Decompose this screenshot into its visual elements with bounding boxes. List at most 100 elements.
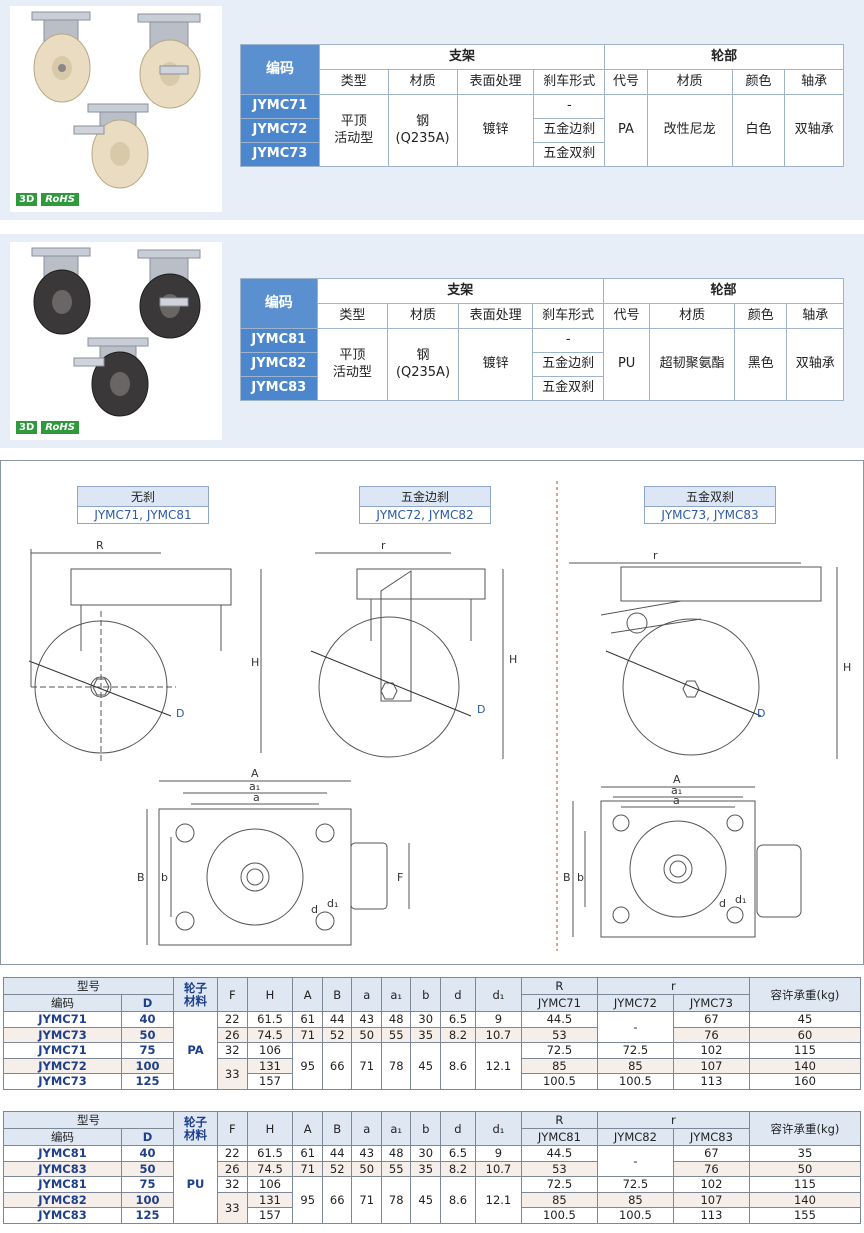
sub-header: 颜色 xyxy=(734,303,788,329)
h-load: 容许承重(kg) xyxy=(748,977,862,1012)
h-r: r xyxy=(596,977,750,995)
sub-code: JYMC72 xyxy=(596,994,674,1012)
h-col: d xyxy=(439,1111,476,1146)
cell-H: 61.5 xyxy=(246,1145,294,1162)
row-D: 75 xyxy=(121,1042,174,1059)
sub-header: 颜色 xyxy=(731,69,786,95)
h-col: H xyxy=(246,1111,294,1146)
h-col: a xyxy=(351,1111,382,1146)
sub-header: 材质 xyxy=(387,69,458,95)
cell-r: 102 xyxy=(672,1042,750,1059)
header-wheel: 轮部 xyxy=(602,278,845,304)
row-D: 40 xyxy=(121,1145,174,1162)
cell-F: 32 xyxy=(217,1176,248,1193)
spec-table-nylon: 编码 支架 轮部 类型 材质 表面处理 刹车形式 代号 材质 颜色 轴承 JYM… xyxy=(240,44,844,167)
cell-load: 35 xyxy=(748,1145,862,1162)
sub-header: 类型 xyxy=(316,303,389,329)
bearing-type: 双轴承 xyxy=(786,328,844,401)
row-material: PA xyxy=(173,1011,218,1090)
cell-a1: 55 xyxy=(380,1026,412,1043)
bearing-type: 双轴承 xyxy=(784,94,844,167)
cell-R: 100.5 xyxy=(520,1207,598,1224)
wheel-code: PU xyxy=(602,328,651,401)
brake-type: 五金边刹 xyxy=(532,352,604,377)
cell-R: 85 xyxy=(520,1191,598,1208)
h-col: F xyxy=(217,977,248,1012)
cell-load: 50 xyxy=(748,1160,862,1177)
cell-H: 157 xyxy=(246,1073,294,1090)
dim-b: b xyxy=(577,871,584,884)
cell-R: 44.5 xyxy=(520,1011,598,1028)
sub-header: 表面处理 xyxy=(456,69,535,95)
cell-R: 72.5 xyxy=(520,1176,598,1193)
cell-a: 50 xyxy=(351,1160,382,1177)
dim-R: R xyxy=(96,539,104,552)
cell-a1: 78 xyxy=(380,1042,412,1090)
view-label-codes: JYMC71, JYMC81 xyxy=(94,508,192,522)
row-code: JYMC82 xyxy=(3,1191,122,1208)
header-wheel: 轮部 xyxy=(604,44,844,70)
brake-type: - xyxy=(532,328,604,353)
cell-d: 6.5 xyxy=(439,1145,476,1162)
sub-code: JYMC82 xyxy=(596,1128,674,1146)
cell-r: 85 xyxy=(596,1057,674,1074)
product-code: JYMC71 xyxy=(240,94,320,119)
h-col: B xyxy=(321,1111,353,1146)
h-col: B xyxy=(321,977,353,1012)
header-bracket: 支架 xyxy=(318,44,606,70)
cell-B: 44 xyxy=(321,1145,353,1162)
cell-b: 45 xyxy=(410,1176,441,1224)
cell-a: 50 xyxy=(351,1026,382,1043)
sub-header: 刹车形式 xyxy=(533,69,606,95)
cell-r: 107 xyxy=(672,1191,750,1208)
cell-r: 113 xyxy=(672,1207,750,1224)
product-code: JYMC82 xyxy=(240,352,318,377)
h-model: 型号 xyxy=(3,977,174,995)
dim-a1: a₁ xyxy=(671,784,682,797)
sub-header: 代号 xyxy=(604,69,648,95)
dim-H: H xyxy=(509,653,517,666)
row-D: 100 xyxy=(121,1191,174,1208)
cell-H: 131 xyxy=(246,1057,294,1074)
sub-header: 刹车形式 xyxy=(532,303,604,329)
cell-r: - xyxy=(596,1145,674,1177)
sub-header: 代号 xyxy=(602,303,651,329)
cell-d1: 12.1 xyxy=(474,1176,522,1224)
row-D: 50 xyxy=(121,1026,174,1043)
cell-r: 76 xyxy=(672,1160,750,1177)
dim-D: D xyxy=(477,703,485,716)
cell-R: 53 xyxy=(520,1026,598,1043)
product-code: JYMC73 xyxy=(240,142,320,167)
cell-A: 61 xyxy=(292,1145,323,1162)
brake-type: - xyxy=(533,94,606,119)
h-material: 轮子 材料 xyxy=(173,1111,218,1146)
cell-d1: 9 xyxy=(474,1011,522,1028)
cell-d: 6.5 xyxy=(439,1011,476,1028)
cell-a: 71 xyxy=(351,1042,382,1090)
dimension-table-nylon: 型号 轮子 材料 F H A B a a₁ b d d₁ R r 容许承重(kg… xyxy=(3,977,862,1090)
surface-treatment: 镀锌 xyxy=(456,94,535,167)
cell-R: 85 xyxy=(520,1057,598,1074)
row-code: JYMC73 xyxy=(3,1026,122,1043)
brake-type: 五金双刹 xyxy=(533,142,606,167)
row-code: JYMC71 xyxy=(3,1042,122,1059)
cell-r: 72.5 xyxy=(596,1176,674,1193)
cell-load: 115 xyxy=(748,1042,862,1059)
cell-load: 115 xyxy=(748,1176,862,1193)
cell-H: 106 xyxy=(246,1042,294,1059)
brake-type: 五金双刹 xyxy=(532,376,604,401)
row-material: PU xyxy=(173,1145,218,1224)
cell-b: 30 xyxy=(410,1145,441,1162)
badge-rohs: RoHS xyxy=(41,421,79,434)
dim-H: H xyxy=(251,656,259,669)
h-D: D xyxy=(121,1128,174,1146)
h-R: R xyxy=(520,1111,598,1129)
wheel-material: 改性尼龙 xyxy=(646,94,733,167)
row-code: JYMC81 xyxy=(3,1145,122,1162)
cell-R: 100.5 xyxy=(520,1073,598,1090)
row-D: 75 xyxy=(121,1176,174,1193)
h-model: 型号 xyxy=(3,1111,174,1129)
cell-H: 131 xyxy=(246,1191,294,1208)
cell-r: 67 xyxy=(672,1145,750,1162)
cell-F: 22 xyxy=(217,1145,248,1162)
